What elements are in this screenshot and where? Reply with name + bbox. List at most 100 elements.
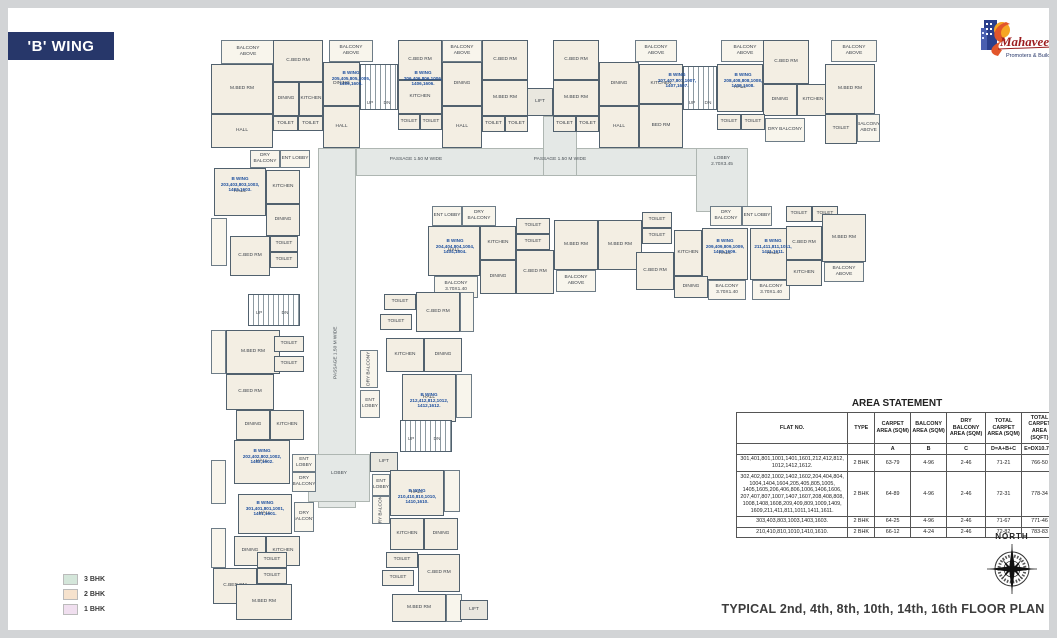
plan-room: HALL [214, 168, 266, 216]
legend-item: 2 BHK [63, 589, 105, 600]
plan-room: M.BED RM [211, 64, 273, 114]
plan-balcony: ENT LOBBY [372, 474, 390, 496]
plan-room: M.BED RM [236, 584, 292, 620]
plan-room: TOILET [298, 116, 323, 131]
plan-room: M.BED RM [825, 64, 875, 114]
room-label: HALL [259, 511, 271, 517]
table-cell: 4-96 [910, 453, 948, 473]
plan-room: DINING [266, 204, 300, 236]
room-label: C.BED RM [426, 309, 450, 315]
plan-room: HALL [238, 494, 292, 534]
plan-room: C.BED RM [418, 554, 460, 592]
legend-label: 1 BHK [84, 606, 106, 613]
plan-room: TOILET [257, 568, 287, 584]
stairs-left-wing [248, 294, 300, 326]
table-cell: 2 BHK [847, 526, 876, 539]
plan-room: HALL [702, 228, 748, 280]
room-label: DINING [434, 352, 452, 358]
plan-balcony: DRY BALCONY [360, 350, 378, 388]
plan-balcony: BALCONY ABOVE [329, 40, 373, 62]
room-label: ENT LOBBY [362, 398, 378, 409]
room-label: BALCONY ABOVE [339, 45, 363, 56]
room-label: LIFT [469, 607, 479, 613]
plan-balcony: BALCONY ABOVE [824, 262, 864, 282]
room-label: HALL [456, 124, 468, 130]
room-label: HALL [734, 85, 746, 91]
plan-text: DN [380, 100, 394, 108]
room-label: TOILET [556, 121, 573, 127]
room-label: C.BED RM [643, 268, 667, 274]
room-label: DRY BALCONY [714, 210, 738, 221]
logo-tagline: Promoters & Builders [1006, 53, 1054, 59]
room-label: TOILET [832, 126, 850, 132]
plan-room: DINING [424, 338, 462, 372]
plan-balcony: DRY BALCONY [294, 502, 314, 532]
table-cell: 783-83 [1021, 526, 1049, 539]
room-label: C.BED RM [493, 57, 517, 63]
room-label: HALL [423, 395, 435, 401]
room-label: DN [281, 311, 289, 317]
room-label: TOILET [817, 211, 834, 217]
room-label: TOILET [790, 211, 808, 217]
table-cell: 2-46 [946, 453, 987, 473]
legend-item: 1 BHK [63, 604, 105, 615]
room-label: C.BED RM [523, 269, 547, 275]
room-label: DINING [489, 274, 507, 280]
room-label: BALCONY ABOVE [842, 45, 866, 56]
table-cell: 71-67 [985, 515, 1023, 528]
logo-name: Mahaveer [999, 34, 1054, 49]
room-label: KITCHEN [272, 548, 294, 554]
plan-room: KITCHEN [390, 518, 424, 550]
room-label: HALL [335, 124, 348, 130]
plan-room: KITCHEN [786, 260, 822, 286]
room-label: DN [704, 101, 712, 107]
plan-balcony [456, 374, 472, 418]
plan-balcony: ENT LOBBY [432, 206, 462, 226]
plan-room: TOILET [386, 552, 418, 568]
table-cell: 71-21 [985, 453, 1023, 473]
room-label: M.BED RM [493, 95, 517, 101]
table-cell: 301,401,801,1001,1401,1601,212,412,812, … [735, 453, 849, 473]
room-label: UP [688, 101, 696, 107]
north-compass: NORTH [980, 532, 1044, 600]
stairs-center-wing [400, 420, 452, 452]
plan-balcony: BALCONY ABOVE [721, 40, 769, 62]
plan-balcony [211, 460, 226, 504]
plan-room: HALL [428, 226, 480, 276]
room-label: KITCHEN [276, 422, 298, 428]
plan-room: TOILET [273, 116, 298, 131]
room-label: KITCHEN [409, 94, 431, 100]
room-label: HALL [411, 490, 423, 496]
table-row: 301,401,801,1001,1401,1601,212,412,812, … [735, 453, 1049, 473]
plan-room: M.BED RM [554, 220, 598, 270]
room-label: BALCONY 3.70X1.40 [759, 284, 783, 295]
table-column-header: TOTAL CARPET AREA (SQFT) [1021, 412, 1049, 444]
room-label: BALCONY ABOVE [832, 266, 856, 277]
room-label: M.BED RM [838, 86, 862, 92]
plan-balcony: DRY BALCONY [462, 206, 496, 226]
room-label: C.BED RM [286, 58, 310, 64]
plan-room: KITCHEN [797, 84, 829, 116]
room-label: M.BED RM [407, 605, 431, 611]
plan-room: TOILET [516, 234, 550, 250]
room-label: C.BED RM [238, 253, 262, 259]
plan-room: TOILET [420, 114, 442, 130]
plan-room: TOILET [642, 212, 672, 228]
table-subheader-cell [735, 443, 849, 455]
plan-room: KITCHEN [674, 230, 702, 276]
legend-swatch [63, 589, 78, 600]
plan-room: TOILET [505, 116, 528, 132]
room-label: TOILET [524, 239, 542, 245]
room-label: TOILET [277, 120, 294, 126]
room-label: M.BED RM [832, 235, 856, 241]
plan-balcony [211, 330, 226, 374]
plan-title: TYPICAL 2nd, 4th, 8th, 10th, 14th, 16th … [721, 602, 1045, 616]
compass-rose-icon [987, 544, 1037, 594]
plan-room: C.BED RM [416, 292, 460, 332]
room-label: ENT LOBBY [296, 457, 312, 468]
table-column-header: TYPE [847, 412, 876, 444]
plan-room: DINING [323, 62, 360, 106]
plan-room: KITCHEN [386, 338, 424, 372]
flat-number-label: B WING 204,404,804,1004, 1404,1604. [435, 238, 475, 254]
plan-room: KITCHEN [299, 82, 323, 116]
